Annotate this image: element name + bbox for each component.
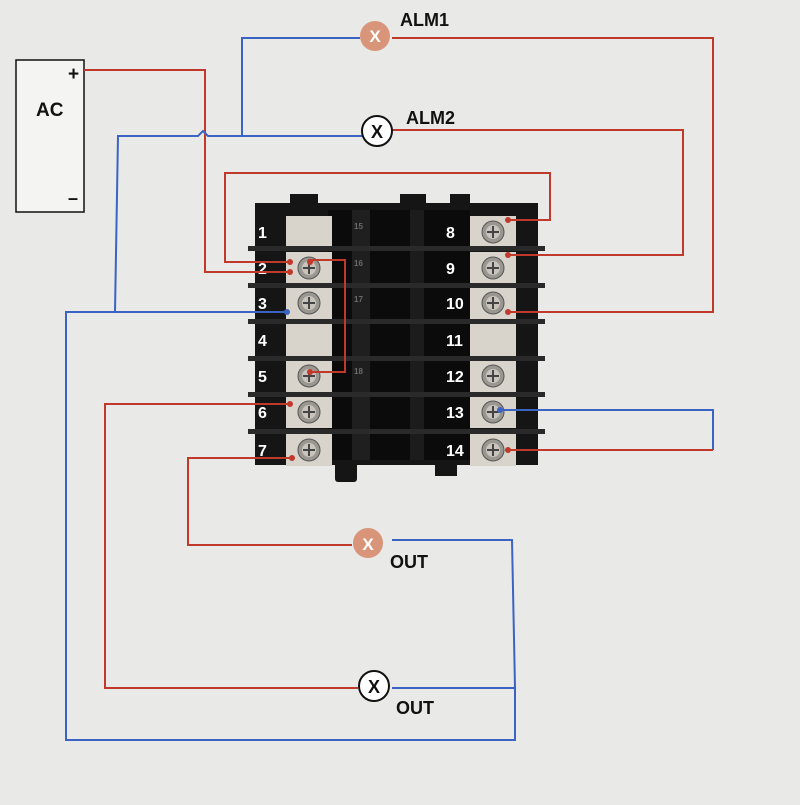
wire-alm1-common xyxy=(241,37,360,136)
lamp-alm1: X ALM1 xyxy=(360,10,449,51)
housing-rib xyxy=(248,246,545,251)
housing-rib xyxy=(248,429,545,434)
middle-channel xyxy=(328,210,470,460)
wire-ac-plus-to-t2 xyxy=(84,69,290,273)
lamp-out-b-circle xyxy=(358,670,390,702)
wire-t13-loop xyxy=(500,409,714,450)
connection-dot xyxy=(505,252,511,258)
terminal-plate-left xyxy=(286,396,332,428)
lamp-out-a: X OUT xyxy=(353,528,428,572)
lamp-alm1-label: ALM1 xyxy=(400,10,449,30)
housing-rib xyxy=(248,356,545,361)
connection-dot xyxy=(289,455,295,461)
terminal-plate-right xyxy=(470,396,516,428)
housing-rib xyxy=(248,319,545,324)
middle-label-16: 16 xyxy=(354,259,363,268)
wire-alm2-to-t9 xyxy=(392,129,684,256)
terminal-plate-right xyxy=(470,287,516,319)
lamp-out-a-label: OUT xyxy=(390,552,428,572)
terminal-plate-left xyxy=(286,287,332,319)
ac-label: AC xyxy=(36,100,64,121)
terminal-plate-right xyxy=(470,324,516,356)
connection-dot xyxy=(287,269,293,275)
ac-source-box xyxy=(15,59,85,213)
connection-dot xyxy=(287,401,293,407)
ac-minus-label: – xyxy=(68,188,78,208)
connection-dot xyxy=(284,309,290,315)
wire-t2-to-t5 xyxy=(308,259,346,373)
lamp-out-a-symbol: X xyxy=(362,535,374,554)
wire-t7-to-out xyxy=(187,457,352,546)
lamp-out-b: X OUT xyxy=(358,670,434,718)
lamp-alm2-label: ALM2 xyxy=(406,108,455,128)
wire-t3-to-out xyxy=(65,311,516,741)
terminal-label-3: 3 xyxy=(258,296,267,313)
connection-dot xyxy=(505,447,511,453)
terminal-label-12: 12 xyxy=(446,369,464,386)
terminal-plate-left xyxy=(286,252,332,284)
terminal-label-13: 13 xyxy=(446,405,464,422)
wire-ac-minus-common xyxy=(114,129,363,313)
wire-t2-to-t8 xyxy=(224,172,551,263)
wire-alm1-to-t10 xyxy=(392,37,714,313)
terminal-plate-left xyxy=(286,434,332,466)
terminal-label-9: 9 xyxy=(446,261,455,278)
terminal-plate-left xyxy=(286,216,332,248)
terminal-label-10: 10 xyxy=(446,296,464,313)
terminal-label-11: 11 xyxy=(446,333,463,350)
terminal-label-8: 8 xyxy=(446,225,455,242)
terminal-label-4: 4 xyxy=(258,333,267,350)
middle-label-15: 15 xyxy=(354,222,363,231)
middle-label-17: 17 xyxy=(354,295,363,304)
terminal-plate-left xyxy=(286,360,332,392)
lamp-out-b-symbol: X xyxy=(368,677,380,697)
connection-dot xyxy=(505,309,511,315)
wires xyxy=(65,37,714,741)
connection-dots xyxy=(284,217,511,461)
connection-dot xyxy=(307,259,313,265)
connection-dot xyxy=(505,217,511,223)
lamp-alm1-circle xyxy=(360,21,390,51)
ac-power-source: AC + – xyxy=(15,59,85,213)
terminal-label-5: 5 xyxy=(258,369,267,386)
lamp-alm1-symbol: X xyxy=(369,27,381,46)
connection-dot xyxy=(307,369,313,375)
terminal-label-1: 1 xyxy=(258,225,267,242)
terminal-plate-right xyxy=(470,252,516,284)
housing-rib xyxy=(248,283,545,288)
ac-plus-label: + xyxy=(68,64,79,85)
lamp-out-a-circle xyxy=(353,528,383,558)
terminal-label-14: 14 xyxy=(446,443,464,460)
terminal-label-7: 7 xyxy=(258,443,267,460)
wire-out-common xyxy=(392,539,516,689)
wire-t6-to-out xyxy=(104,403,358,689)
lamp-out-b-label: OUT xyxy=(396,698,434,718)
terminal-plate-left xyxy=(286,324,332,356)
lamp-alm2: X ALM2 xyxy=(361,108,455,147)
connection-dot xyxy=(287,259,293,265)
terminal-plate-right xyxy=(470,216,516,248)
terminal-label-6: 6 xyxy=(258,405,267,422)
housing-rib xyxy=(248,392,545,397)
connection-dot xyxy=(497,407,503,413)
lamp-alm2-symbol: X xyxy=(371,122,383,142)
middle-label-18: 18 xyxy=(354,367,363,376)
terminal-plate-right xyxy=(470,360,516,392)
lamp-alm2-circle xyxy=(361,115,393,147)
terminal-label-2: 2 xyxy=(258,261,267,278)
